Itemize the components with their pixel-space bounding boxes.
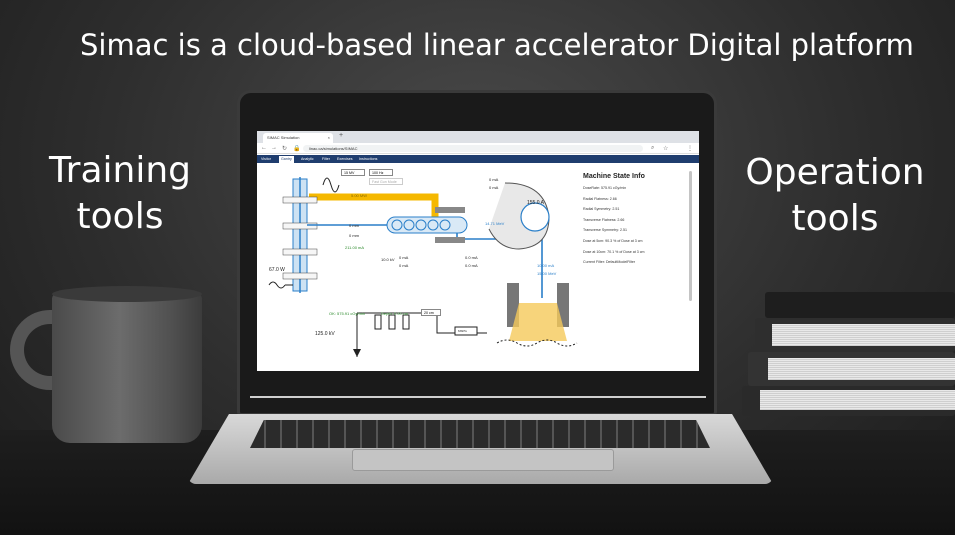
mug-rim	[52, 286, 202, 302]
headline: Simac is a cloud-based linear accelerato…	[80, 28, 914, 62]
reload-icon[interactable]: ↻	[282, 146, 288, 152]
close-tab-icon[interactable]: ×	[327, 135, 330, 140]
fast-gun-select[interactable]: Fast Gun Mode	[369, 178, 403, 185]
dose-field	[509, 303, 567, 341]
beam-energy-label: 15.00 MeV	[537, 271, 557, 276]
info-transverse-symmetry: Transverse Symmetry: 2.51	[583, 228, 628, 233]
info-dose-5cm: Dose at 5cm: 90.3 % of Dose at 3 cm	[583, 238, 643, 243]
green-mid-label: 211.00 mA	[345, 245, 365, 250]
back-icon[interactable]: ←	[261, 145, 267, 151]
control-box-label: MSPG	[458, 329, 467, 333]
tab-filter[interactable]: Filter	[322, 157, 330, 161]
search-icon[interactable]: ⌕	[651, 145, 655, 151]
kv-center-label: 10.0 kV	[381, 257, 395, 262]
browser-tabbar: SIMAC Simulation × +	[257, 131, 699, 143]
info-current-filter: Current Filter: DefaultModelFilter	[583, 260, 636, 265]
ma-right1-label: 0.0 mA	[465, 255, 478, 260]
simulation-app: 15 MV 100 Hz Fast Gun Mode 20 cm 67.0 W …	[257, 163, 699, 371]
trackpad	[352, 449, 614, 471]
focus-magnet-bottom	[435, 237, 465, 243]
linac-schematic	[268, 177, 578, 357]
info-radial-symmetry: Radial Symmetry: 2.51	[583, 207, 620, 212]
tab-exercises[interactable]: Exercises	[337, 157, 353, 161]
voltage-bottom-label: 125.0 kV	[315, 331, 335, 337]
focus-magnet-top	[435, 207, 465, 213]
energy-select[interactable]: 15 MV	[341, 169, 365, 176]
bookmark-star-icon[interactable]: ☆	[663, 146, 669, 152]
power-mw-label: 5.00 MW	[351, 193, 368, 198]
ma-mid2-label: 0 mA	[399, 263, 409, 268]
training-label-line1: Training	[48, 150, 192, 191]
browser-addressbar: ← → ↻ 🔒 linac.ca/simulations/SIMAC ⌕ ☆ ⋮	[257, 143, 699, 154]
bending-magnet	[488, 182, 550, 250]
operation-label-line2: tools	[791, 198, 879, 239]
menu-kebab-icon[interactable]: ⋮	[687, 146, 693, 152]
beam-current-label: 10.00 mA	[537, 263, 555, 268]
browser-tab-title: SIMAC Simulation	[267, 135, 300, 140]
bending-current-label: 155.0 A	[527, 200, 544, 206]
tab-instructions[interactable]: Instructions	[359, 157, 378, 161]
rate-select[interactable]: 100 Hz	[369, 169, 393, 176]
ac-source-icon	[268, 281, 286, 289]
ma-top2-label: 0 mA	[489, 185, 499, 190]
energy-mev-label: 14.71 MeV	[485, 221, 505, 226]
forward-icon[interactable]: →	[271, 145, 277, 151]
keyboard	[250, 420, 710, 448]
control-box	[454, 326, 478, 336]
lock-icon: 🔒	[293, 146, 301, 152]
min1-label: 0 mm	[349, 223, 359, 228]
info-transverse-flatness: Transverse Flatness: 2.66	[583, 217, 625, 222]
ground-icon	[353, 349, 361, 357]
dose-rate-ok-label: OK: 575.91 cGy/min	[329, 311, 366, 316]
voltage-left-label: 67.0 W	[269, 267, 285, 273]
bending-orbit	[520, 202, 550, 232]
info-radial-flatness: Radial Flatness: 2.66	[583, 196, 617, 201]
coffee-mug	[52, 293, 202, 443]
tab-gantry[interactable]: Gantry	[279, 156, 294, 163]
min2-label: 0 mm	[349, 233, 359, 238]
accelerator-tube	[386, 216, 468, 234]
machine-state-title: Machine State Info	[583, 173, 645, 180]
browser-tab[interactable]: SIMAC Simulation ×	[263, 133, 333, 143]
url-input[interactable]: linac.ca/simulations/SIMAC	[303, 145, 643, 152]
new-tab-icon[interactable]: +	[339, 132, 344, 139]
ma-mid1-label: 0 mA	[399, 255, 409, 260]
rf-wave-icon	[322, 177, 340, 193]
depth-readout-label: Depth: 0.00 cm	[381, 311, 409, 316]
app-navtabs: Visitor Gantry Analytic Filter Exercises…	[257, 155, 699, 163]
dose-profile	[496, 339, 578, 347]
info-dose-rate: DoseRate: 575.91 cGy/min	[583, 186, 627, 190]
info-dose-10cm: Dose at 10cm: 70.1 % of Dose at 3 cm	[583, 249, 645, 254]
tab-analytic[interactable]: Analytic	[301, 157, 314, 161]
ma-top1-label: 0 mA	[489, 177, 499, 182]
ma-right2-label: 0.0 mA	[465, 263, 478, 268]
tab-visitor[interactable]: Visitor	[261, 157, 271, 161]
screen-bezel-line	[250, 396, 706, 398]
training-tools-label: Training tools	[30, 148, 210, 240]
machine-state-panel: Machine State Info DoseRate: 575.91 cGy/…	[583, 173, 691, 271]
operation-tools-label: Operation tools	[730, 150, 940, 242]
panel-scrollbar[interactable]	[689, 171, 692, 301]
depth-select[interactable]: 20 cm	[421, 309, 441, 316]
laptop-screen: SIMAC Simulation × + ← → ↻ 🔒 linac.ca/si…	[257, 131, 699, 371]
training-label-line2: tools	[76, 196, 164, 237]
operation-label-line1: Operation	[745, 152, 925, 193]
